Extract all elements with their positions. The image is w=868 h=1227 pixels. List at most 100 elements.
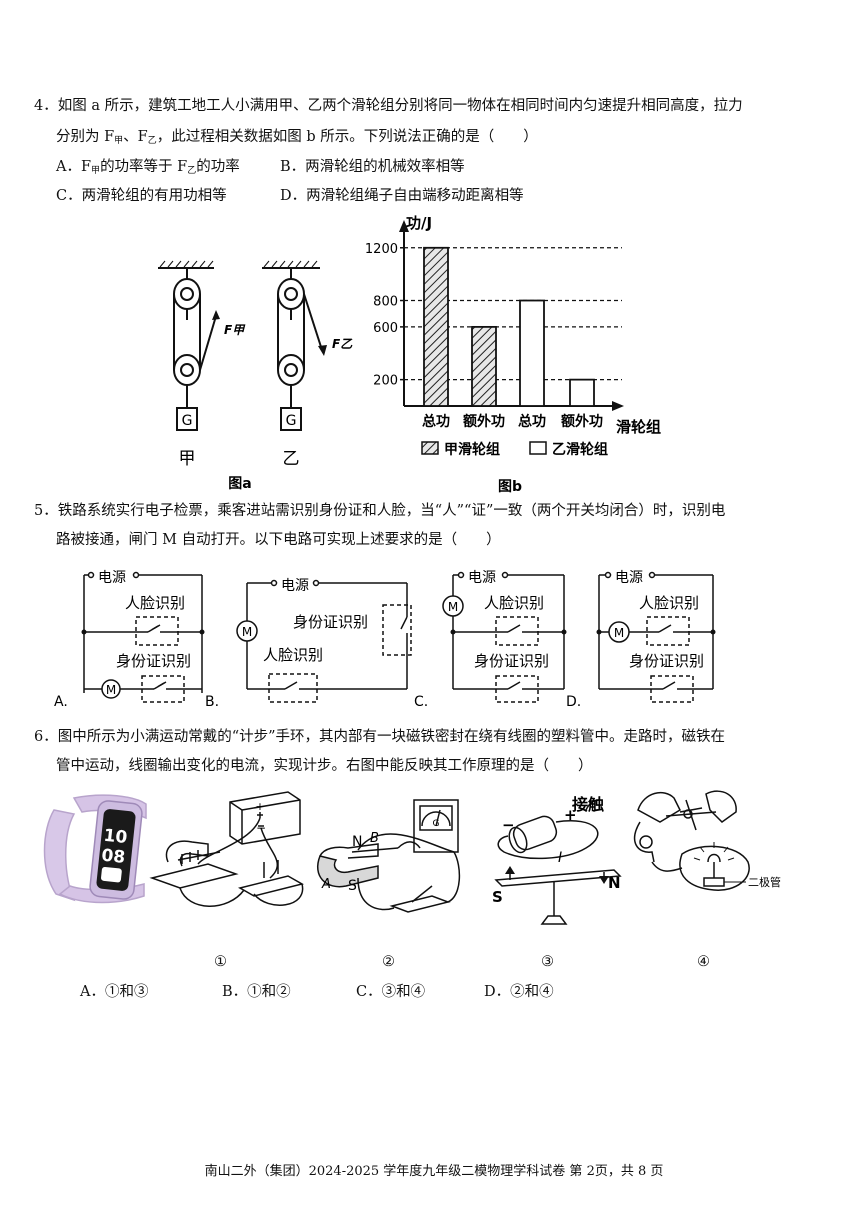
q5-circuit-a[interactable]: 电源 人脸识别 身份证识别 M A.	[50, 565, 215, 710]
q5-d-motor: M	[614, 626, 624, 640]
q5-c-face: 人脸识别	[484, 594, 544, 612]
chart-xlabel: 滑轮组	[616, 418, 661, 436]
q6-stem-line1: 6．图中所示为小满运动常戴的“计步”手环，其内部有一块磁铁密封在绕有线圈的塑料管…	[34, 729, 726, 745]
chart-ytick-label-800: 800	[373, 295, 398, 310]
q6-figure-3-oersted: 接触 + − I S N	[492, 795, 622, 925]
q6-fig-num-1: ①	[214, 954, 227, 970]
q4-option-a-3: 的功率	[196, 159, 240, 175]
q5-b-id: 身份证识别	[293, 613, 368, 631]
q6-fig-num-4: ④	[697, 954, 710, 970]
chart-legend-yi: 乙滑轮组	[552, 441, 608, 458]
chart-ytick-label-200: 200	[373, 374, 398, 389]
q4-bar-chart: 功/J 滑轮组 甲滑轮组 乙滑轮组 图b 2006008001200总功额外功总…	[365, 214, 661, 495]
q5-circuit-d[interactable]: 电源 人脸识别 身份证识别 M D.	[565, 565, 730, 710]
q6-stem-line2: 管中运动，线圈输出变化的电流，实现计步。右图中能反映其工作原理的是（ ）	[56, 758, 593, 774]
q4-option-d[interactable]: D．两滑轮组绳子自由端移动距离相等	[280, 188, 524, 204]
chart-legend-jia: 甲滑轮组	[444, 441, 500, 458]
q6-smart-band-image: 10 08	[43, 794, 147, 904]
chart-category-label-2: 总功	[518, 413, 546, 430]
chart-legend-swatch-jia	[421, 441, 439, 455]
q5-option-a-label: A.	[54, 694, 68, 710]
q4-stem-line1: 4．如图 a 所示，建筑工地工人小满用甲、乙两个滑轮组分别将同一物体在相同时间内…	[34, 98, 743, 114]
q5-stem-line1: 5．铁路系统实行电子检票，乘客进站需识别身份证和人脸，当“人”“证”一致（两个开…	[34, 503, 726, 519]
q4-stem-line2-c: ，此过程相关数据如图 b 所示。下列说法正确的是（ ）	[156, 129, 538, 145]
q6-option-c[interactable]: C．③和④	[356, 984, 426, 1000]
chart-legend-swatch-yi	[529, 441, 547, 455]
q5-c-id: 身份证识别	[474, 652, 549, 670]
q6-option-d[interactable]: D．②和④	[484, 984, 554, 1000]
chart-x-arrow	[612, 401, 624, 411]
q4-fig-a-fyi: F乙	[332, 337, 353, 351]
svg-text:−: −	[256, 821, 266, 835]
chart-bar-3	[569, 378, 595, 407]
q5-circuit-c[interactable]: 电源 人脸识别 身份证识别 M C.	[412, 565, 577, 710]
q5-a-id: 身份证识别	[116, 652, 191, 670]
q4-option-a-sub1: 甲	[91, 166, 101, 176]
q5-option-c-label: C.	[414, 694, 428, 710]
q6-band-minute: 08	[100, 846, 126, 868]
q6-fig3-plus: +	[564, 806, 577, 824]
q5-d-power: 电源	[615, 570, 643, 586]
q5-d-face: 人脸识别	[639, 594, 699, 612]
q6-option-b[interactable]: B．①和②	[222, 984, 291, 1000]
q6-fig-num-3: ③	[541, 954, 554, 970]
q4-fig-a-g1: G	[182, 413, 193, 429]
q6-fig2-s: S	[348, 878, 357, 894]
q4-sub-jia: 甲	[114, 136, 124, 146]
q6-fig3-i: I	[558, 850, 562, 866]
q6-fig2-a: A	[321, 877, 331, 892]
q4-fig-b-caption: 图b	[498, 479, 522, 495]
q5-option-b-label: B.	[205, 694, 219, 710]
chart-y-arrow	[399, 220, 409, 232]
chart-bar-0	[423, 246, 449, 407]
q5-a-power: 电源	[98, 570, 126, 586]
chart-bar-2	[519, 299, 545, 407]
q6-fig2-b: B	[370, 831, 379, 846]
q4-stem-line2-b: 、F	[123, 129, 148, 145]
q4-fig-a-g2: G	[286, 413, 297, 429]
chart-category-label-3: 额外功	[561, 413, 603, 430]
q6-fig2-n: N	[352, 834, 362, 850]
chart-category-label-1: 额外功	[463, 413, 505, 430]
chart-ytick-label-1200: 1200	[365, 242, 398, 257]
q4-option-c[interactable]: C．两滑轮组的有用功相等	[56, 188, 227, 204]
q5-d-id: 身份证识别	[629, 652, 704, 670]
q5-b-motor: M	[242, 625, 252, 639]
q6-fig3-n: N	[608, 874, 621, 892]
chart-bar-1	[471, 325, 497, 407]
q5-c-power: 电源	[468, 570, 496, 586]
q5-a-face: 人脸识别	[125, 594, 185, 612]
q6-fig3-s: S	[492, 888, 503, 906]
q5-c-motor: M	[448, 600, 458, 614]
q6-figure-4-generator: 二极管	[634, 790, 781, 891]
q5-b-face: 人脸识别	[263, 646, 323, 664]
q4-fig-a-label-jia: 甲	[179, 449, 196, 469]
q4-fig-a-caption: 图a	[228, 476, 251, 492]
chart-ytick-label-600: 600	[373, 321, 398, 336]
svg-text:+: +	[255, 800, 264, 813]
q5-option-d-label: D.	[566, 694, 581, 710]
q4-stem-line2: 分别为 F甲、F乙，此过程相关数据如图 b 所示。下列说法正确的是（ ）	[56, 127, 538, 151]
page-footer: 南山二外（集团）2024-2025 学年度九年级二模物理学科试卷 第 2页，共 …	[204, 1164, 664, 1179]
q5-circuit-b[interactable]: 电源 身份证识别 人脸识别 M B.	[205, 565, 420, 710]
q4-option-a[interactable]: A．F甲的功率等于 F乙的功率	[56, 157, 240, 181]
q4-option-b[interactable]: B．两滑轮组的机械效率相等	[280, 159, 465, 175]
q6-fig4-diode: 二极管	[748, 875, 781, 889]
q6-fig3-minus: −	[502, 816, 515, 834]
q6-figure-2-induction: G N B A S	[317, 799, 461, 913]
q4-figure-a-pulleys: G G F甲 F乙 甲 乙 图a	[158, 260, 353, 492]
q6-fig2-g: G	[433, 819, 440, 829]
q5-b-power: 电源	[281, 578, 309, 594]
q4-option-a-1: A．F	[56, 159, 92, 175]
q4-option-a-2: 的功率等于 F	[100, 159, 188, 175]
q4-fig-a-label-yi: 乙	[283, 449, 300, 469]
q5-a-motor: M	[106, 683, 116, 697]
q4-fig-a-fjia: F甲	[224, 323, 246, 337]
chart-ylabel: 功/J	[406, 214, 432, 232]
q6-option-a[interactable]: A．①和③	[80, 984, 149, 1000]
q4-option-a-sub2: 乙	[187, 166, 197, 176]
q6-band-hour: 10	[103, 826, 129, 848]
q4-stem-line2-a: 分别为 F	[56, 129, 115, 145]
q6-figure-1-motor: + −	[149, 791, 304, 907]
q6-fig3-contact: 接触	[572, 795, 604, 814]
